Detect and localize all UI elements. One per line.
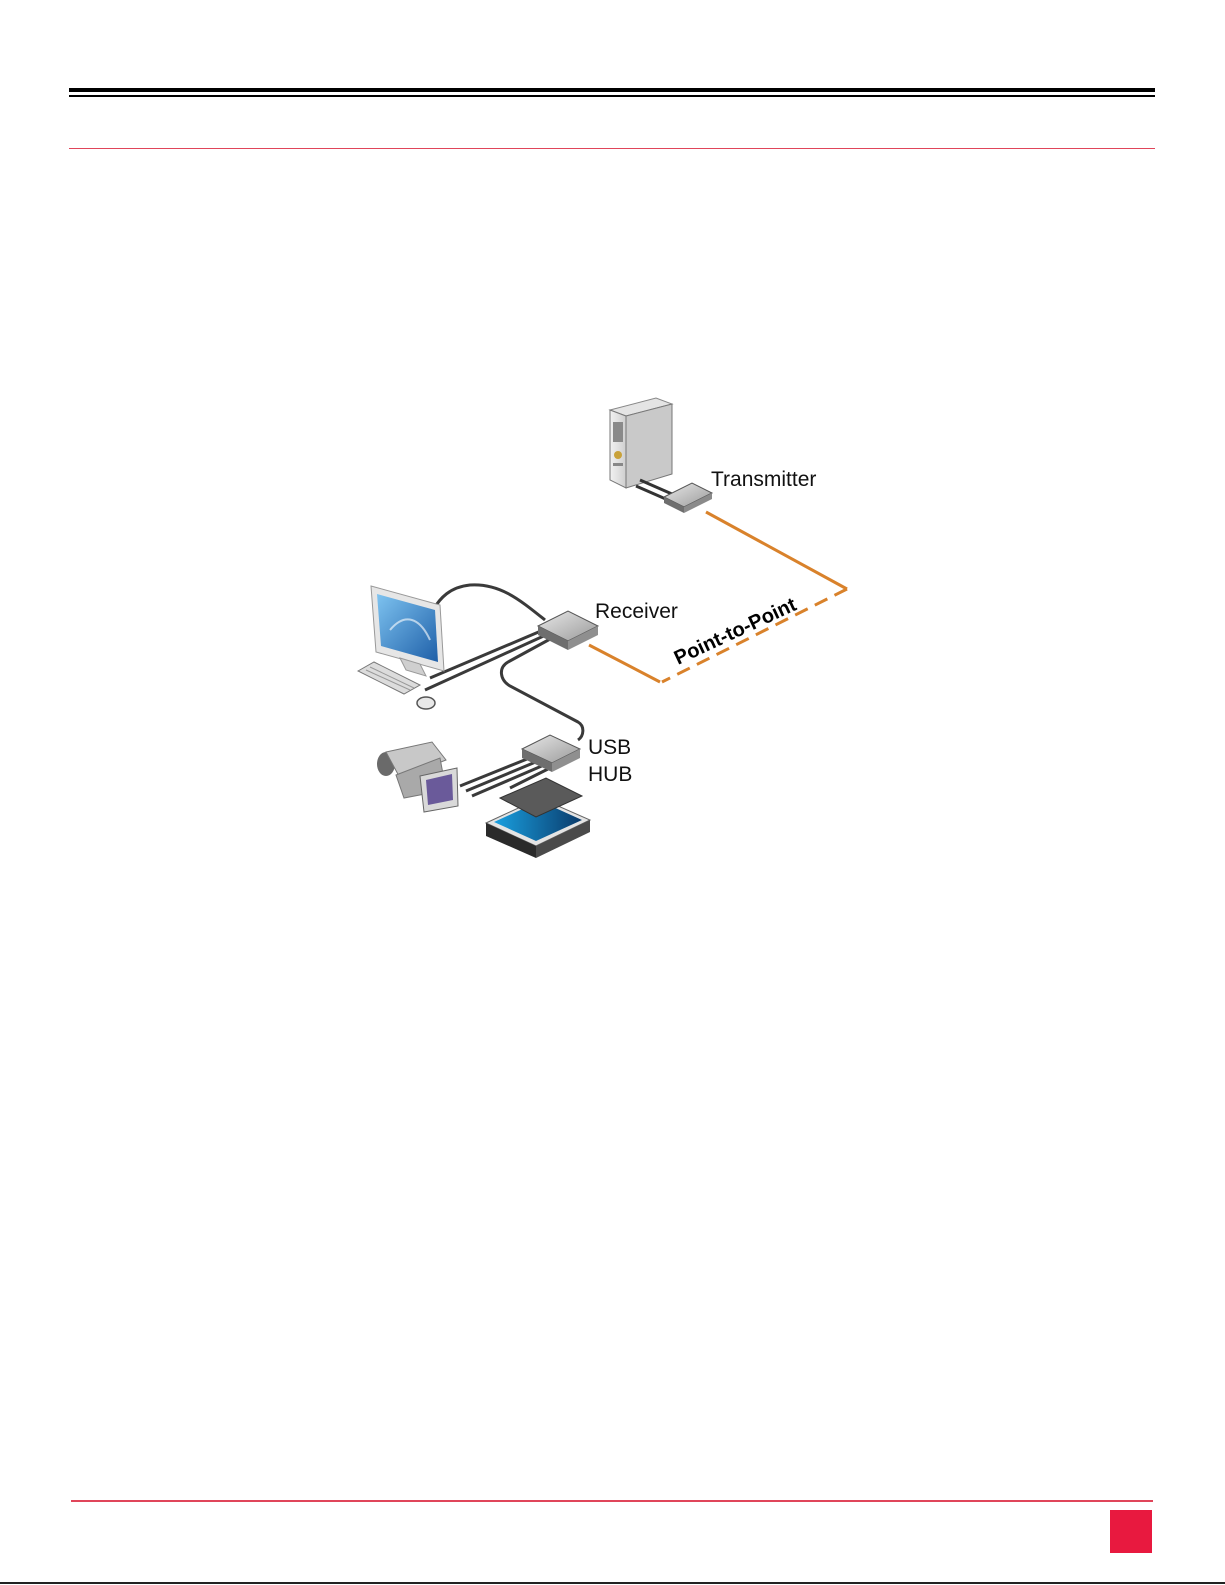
transmitter-label: Transmitter [711, 468, 816, 491]
scanner-icon [486, 778, 590, 858]
usb-hub-label-line2: HUB [588, 763, 632, 786]
page-bottom-edge [0, 1582, 1225, 1584]
transmitter-box-icon [664, 483, 712, 513]
camcorder-icon [377, 742, 458, 812]
point-to-point-label: Point-to-Point [671, 594, 800, 670]
page-marker-block [1110, 1510, 1152, 1553]
receiver-cables [425, 585, 583, 740]
usb-hub-icon [522, 735, 580, 772]
point-to-point-link [589, 512, 847, 682]
receiver-label: Receiver [595, 600, 678, 623]
footer-rule-red [71, 1500, 1153, 1502]
usb-hub-label-line1: USB [588, 736, 631, 759]
receiver-box-icon [538, 611, 598, 650]
tower-computer-icon [610, 398, 672, 488]
monitor-icon [371, 586, 444, 676]
mouse-icon [417, 697, 435, 709]
